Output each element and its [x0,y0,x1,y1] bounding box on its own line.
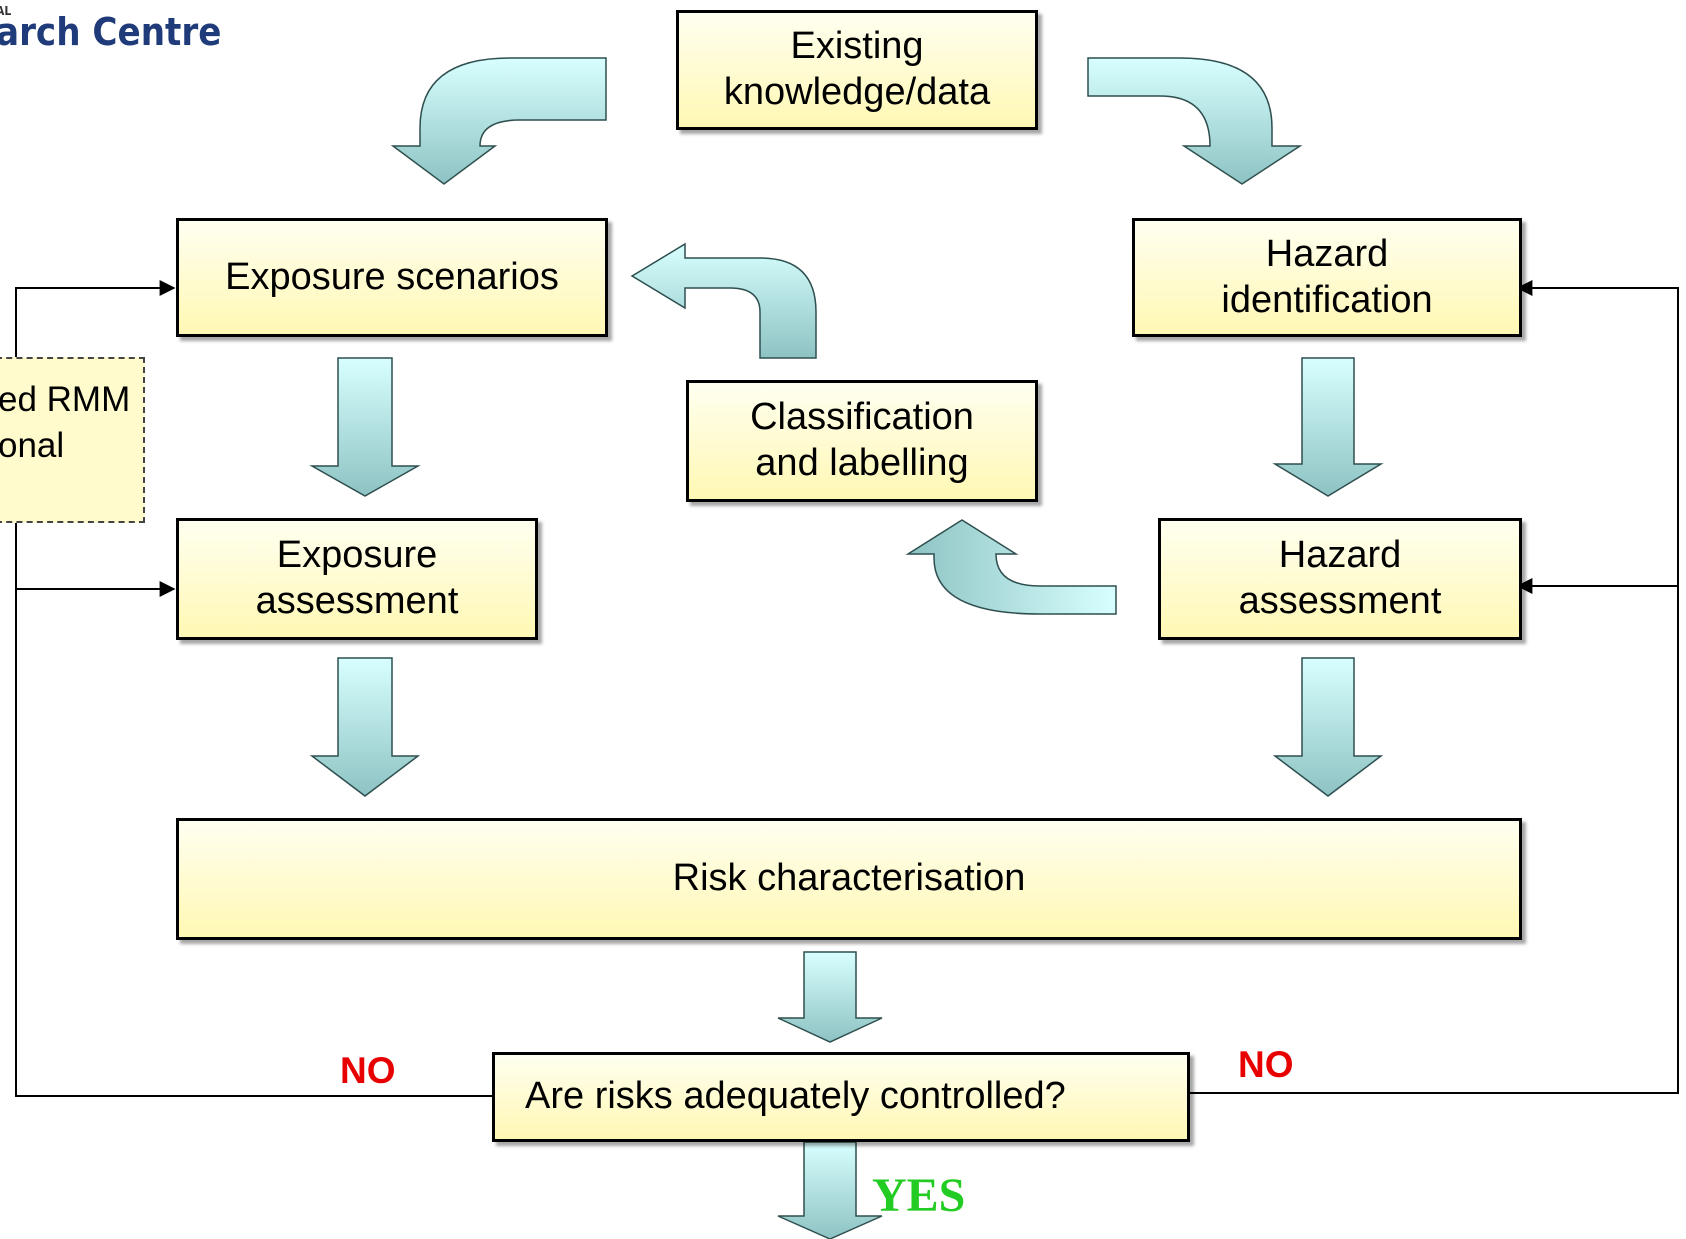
curved-arrow-to-classification [905,519,1117,615]
exposure-scenarios-box: Exposure scenarios [176,218,608,337]
hazard-identification-line-1: Hazard [1265,232,1389,275]
yes-label: YES [872,1169,966,1222]
exposure-assessment-line-2: assessment [255,580,459,622]
flow-arrows [309,57,1384,1239]
down-arrow-exposure-assessment [309,657,421,797]
existing-knowledge-box: Existing knowledge/data [676,10,1038,130]
existing-line-1: Existing [790,25,924,68]
side-note: ed RMM onal [0,357,145,523]
classification-labelling-box: Classification and labelling [686,380,1038,502]
side-note-line-2: onal [0,426,65,465]
exposure-assessment-line-1: Exposure [276,534,438,577]
curved-arrow-to-hazard [1087,57,1303,185]
risk-characterisation-box: Risk characterisation [176,818,1522,940]
side-note-line-1: ed RMM [0,380,131,419]
down-arrow-risk-characterisation [777,951,883,1043]
hazard-assessment-line-1: Hazard [1278,534,1402,577]
down-arrow-hazard-identification [1272,357,1384,497]
logo-text: arch Centre [0,10,222,54]
decision-label: Are risks adequately controlled? [525,1075,1066,1118]
hazard-identification-line-2: identification [1221,278,1433,321]
hazard-assessment-box: Hazard assessment [1158,518,1522,640]
no-label-left: NO [340,1050,396,1091]
curved-arrow-to-exposure-scenarios [630,242,817,359]
down-arrow-decision-yes [777,1141,883,1239]
logo: AL arch Centre [0,4,222,54]
hazard-identification-box: Hazard identification [1132,218,1522,337]
feedback-left-line [15,280,492,1097]
down-arrow-exposure-scenarios [309,357,421,497]
risk-characterisation-label: Risk characterisation [672,857,1026,900]
feedback-right-line [1186,280,1679,1094]
exposure-assessment-box: Exposure assessment [176,518,538,640]
exposure-scenarios-label: Exposure scenarios [225,255,559,298]
feedback-lines [15,280,1679,1097]
down-arrow-hazard-assessment [1272,657,1384,797]
logo-small-text: AL [0,4,12,18]
hazard-assessment-line-2: assessment [1238,580,1442,622]
no-label-right: NO [1238,1044,1294,1085]
decision-box: Are risks adequately controlled? [492,1052,1190,1142]
existing-line-2: knowledge/data [723,71,991,113]
classification-line-1: Classification [750,396,974,439]
curved-arrow-to-exposure [390,57,607,185]
classification-line-2: and labelling [755,442,969,484]
